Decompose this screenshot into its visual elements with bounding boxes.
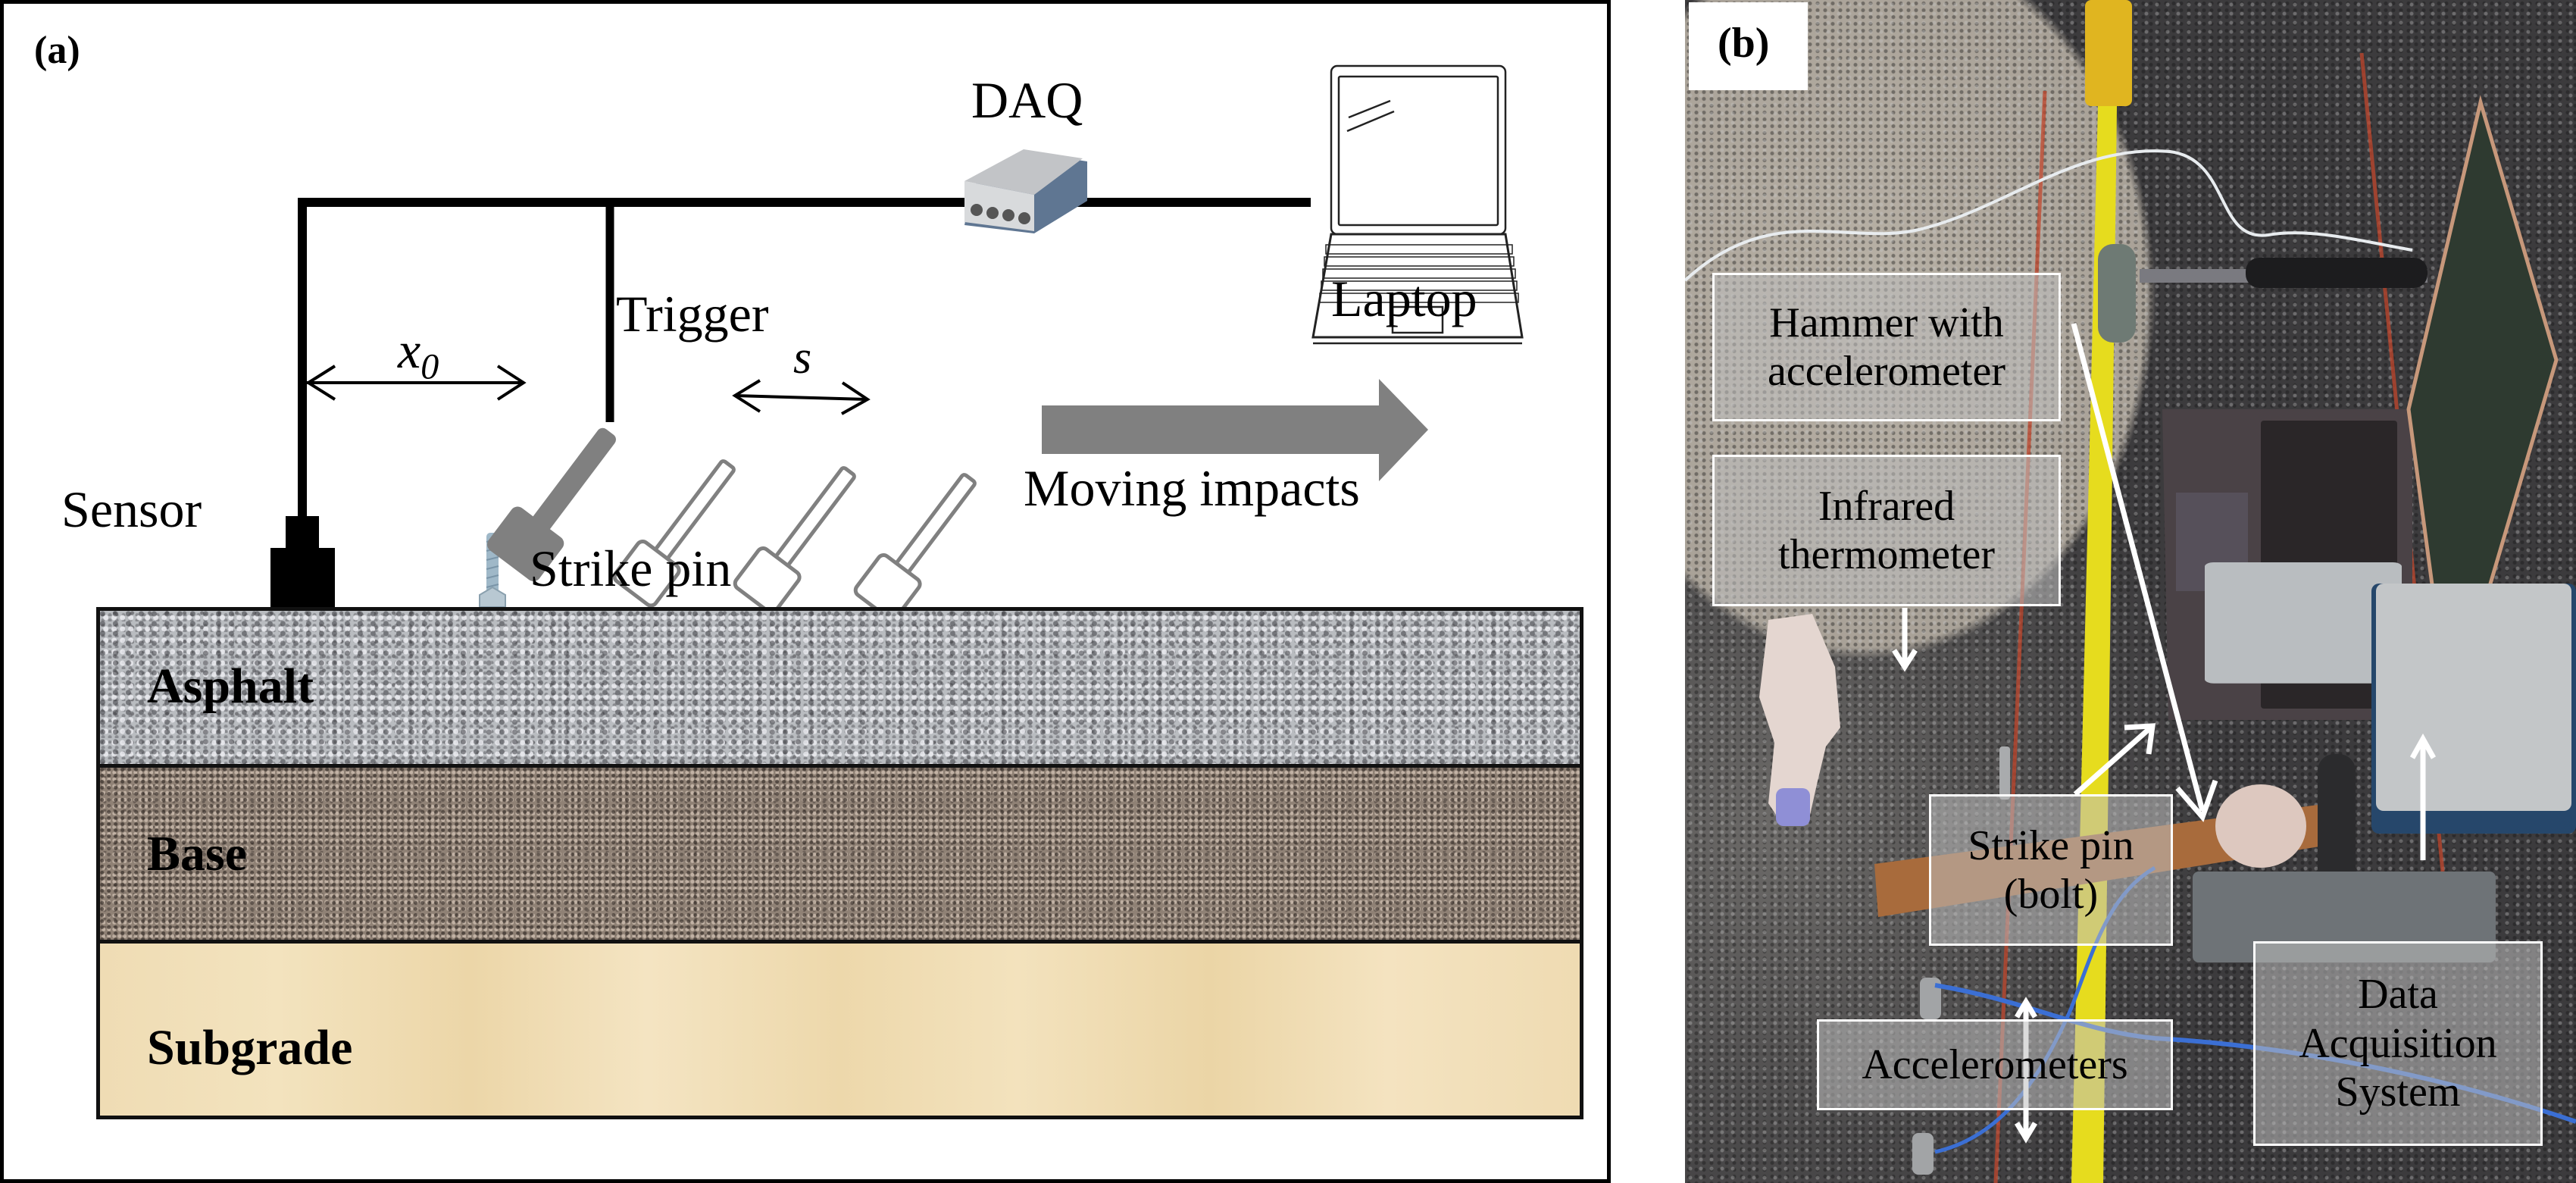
callout-strike-pin-text: Strike pin (bolt) <box>1968 822 2134 918</box>
callout-thermometer: Infrared thermometer <box>1712 455 2061 606</box>
hammer-icon-active <box>487 427 616 581</box>
layer-base-label: Base <box>147 826 247 881</box>
callout-hammer-text: Hammer with accelerometer <box>1768 299 2005 395</box>
layer-subgrade-label: Subgrade <box>147 1020 353 1075</box>
arrow-strike-pin <box>2073 724 2155 796</box>
x0-subscript: 0 <box>420 346 439 387</box>
laptop-icon <box>1311 64 1524 345</box>
moving-impacts-label: Moving impacts <box>1024 459 1360 517</box>
panel-b-photo: (b) Hammer with accelerometer Infrared t… <box>1685 0 2576 1183</box>
x0-symbol: x0 <box>398 321 439 388</box>
photo-daq-device <box>2193 562 2576 962</box>
tape-measure-icon <box>2071 0 2132 1183</box>
x0-symbol-main: x <box>398 321 421 379</box>
layer-asphalt: Asphalt <box>96 607 1583 768</box>
layer-base: Base <box>96 764 1583 944</box>
photo-infrared-thermometer <box>1759 614 1840 826</box>
daq-device-icon <box>964 149 1087 233</box>
photo-strike-pin-bolt <box>1999 746 2010 800</box>
sensor-icon <box>270 516 335 610</box>
schematic-drawing <box>270 64 1524 610</box>
hammer-icon-ghost-3 <box>853 473 977 610</box>
photo-hammer-top <box>2098 244 2428 343</box>
hammer-icon-ghost-1 <box>612 459 736 608</box>
hammer-icon-ghost-2 <box>733 466 856 610</box>
trigger-label: Trigger <box>616 285 769 343</box>
callout-accelerometers-text: Accelerometers <box>1862 1041 2128 1088</box>
daq-label: DAQ <box>971 71 1083 129</box>
strike-pin-label: Strike pin <box>530 540 732 597</box>
sensor-label: Sensor <box>61 480 202 538</box>
layer-subgrade: Subgrade <box>96 940 1583 1119</box>
callout-thermometer-text: Infrared thermometer <box>1777 482 1996 578</box>
arrow-hammer <box>2071 323 2206 812</box>
callout-strike-pin: Strike pin (bolt) <box>1929 794 2173 946</box>
callout-accelerometers: Accelerometers <box>1817 1019 2173 1110</box>
s-symbol: s <box>793 332 812 383</box>
photo-accelerometer-1 <box>1920 978 1941 1019</box>
callout-daq: Data Acquisition System <box>2253 941 2543 1146</box>
x0-dimension-arrow <box>305 365 527 401</box>
laptop-label: Laptop <box>1331 270 1477 327</box>
callout-daq-text: Data Acquisition System <box>2299 971 2497 1116</box>
callout-hammer: Hammer with accelerometer <box>1712 273 2061 421</box>
panel-b-label-box: (b) <box>1689 2 1808 90</box>
panel-a-schematic: (a) <box>0 0 1611 1183</box>
panel-b-label: (b) <box>1718 20 1770 67</box>
s-dimension-arrow <box>732 379 871 415</box>
accelerometer-cable <box>1685 149 2413 282</box>
layer-asphalt-label: Asphalt <box>147 659 314 714</box>
moving-impacts-arrow-icon <box>1042 379 1428 481</box>
photo-accelerometer-2 <box>1912 1133 1934 1175</box>
panel-a-label: (a) <box>34 29 80 72</box>
